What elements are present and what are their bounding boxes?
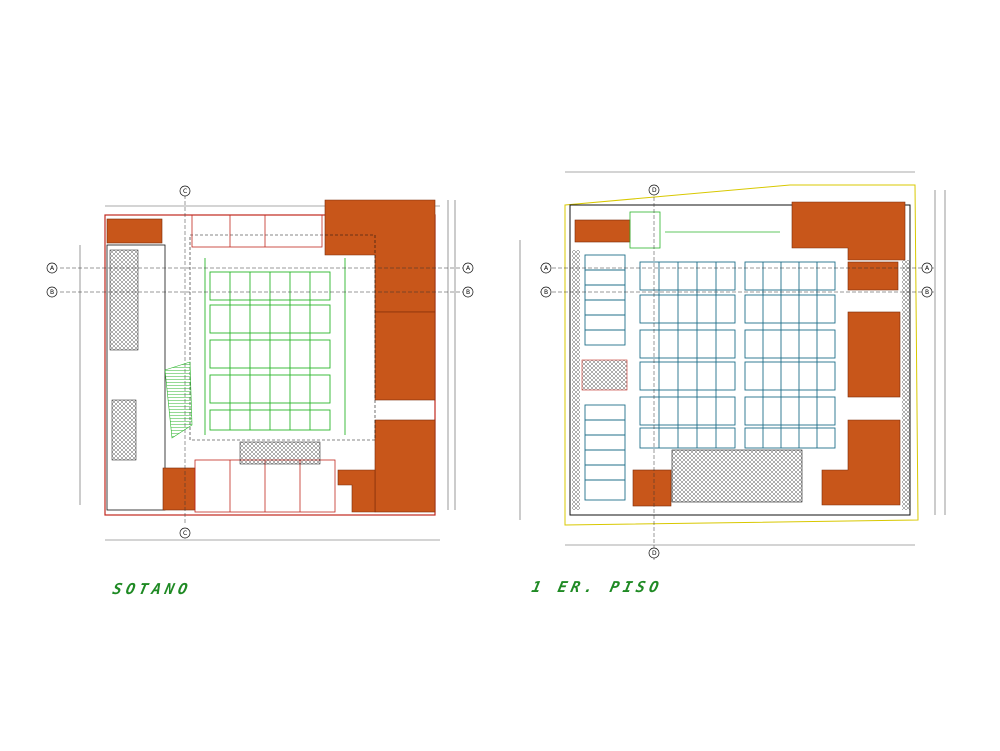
axis-label-A: A — [466, 265, 471, 272]
top-rooms — [191, 214, 323, 248]
orange-blocks — [106, 199, 436, 513]
axis-label-C: C — [183, 188, 187, 195]
axis-label-A: A — [50, 265, 55, 272]
hatched-perimeter — [572, 250, 580, 510]
axis-label-D: D — [652, 187, 657, 194]
hatched-core — [111, 399, 137, 461]
bottom-rooms — [194, 459, 336, 513]
market-stalls — [584, 254, 836, 501]
axis-label-C: C — [183, 530, 187, 537]
parking-area — [189, 234, 376, 441]
service-strip — [106, 244, 166, 511]
axis-label-A: A — [544, 265, 549, 272]
hatched-perimeter — [902, 260, 910, 510]
orange-blocks — [574, 201, 906, 507]
axis-label-A: A — [925, 265, 930, 272]
axis-label-B: B — [925, 289, 929, 296]
axis-bubbles — [46, 185, 474, 539]
axis-label-B: B — [50, 289, 54, 296]
stair-core — [581, 359, 628, 391]
ramp — [164, 361, 193, 439]
property-boundary — [564, 184, 919, 526]
hatched-core — [109, 249, 139, 351]
structural-grid — [540, 185, 935, 560]
axis-bubbles — [540, 184, 933, 559]
entrance-planters — [629, 211, 780, 249]
hatched-core — [239, 441, 321, 465]
floor-plan-sotano: A B A B C C — [46, 185, 474, 541]
entrance-hatched — [671, 449, 803, 503]
axis-label-B: B — [544, 289, 548, 296]
floor-plan-1er-piso: A B A B D D — [519, 171, 946, 560]
parking-grid — [204, 258, 346, 435]
dimension-lines — [519, 171, 946, 546]
axis-label-D: D — [652, 550, 657, 557]
axis-label-B: B — [466, 289, 470, 296]
structural-grid — [60, 195, 470, 525]
